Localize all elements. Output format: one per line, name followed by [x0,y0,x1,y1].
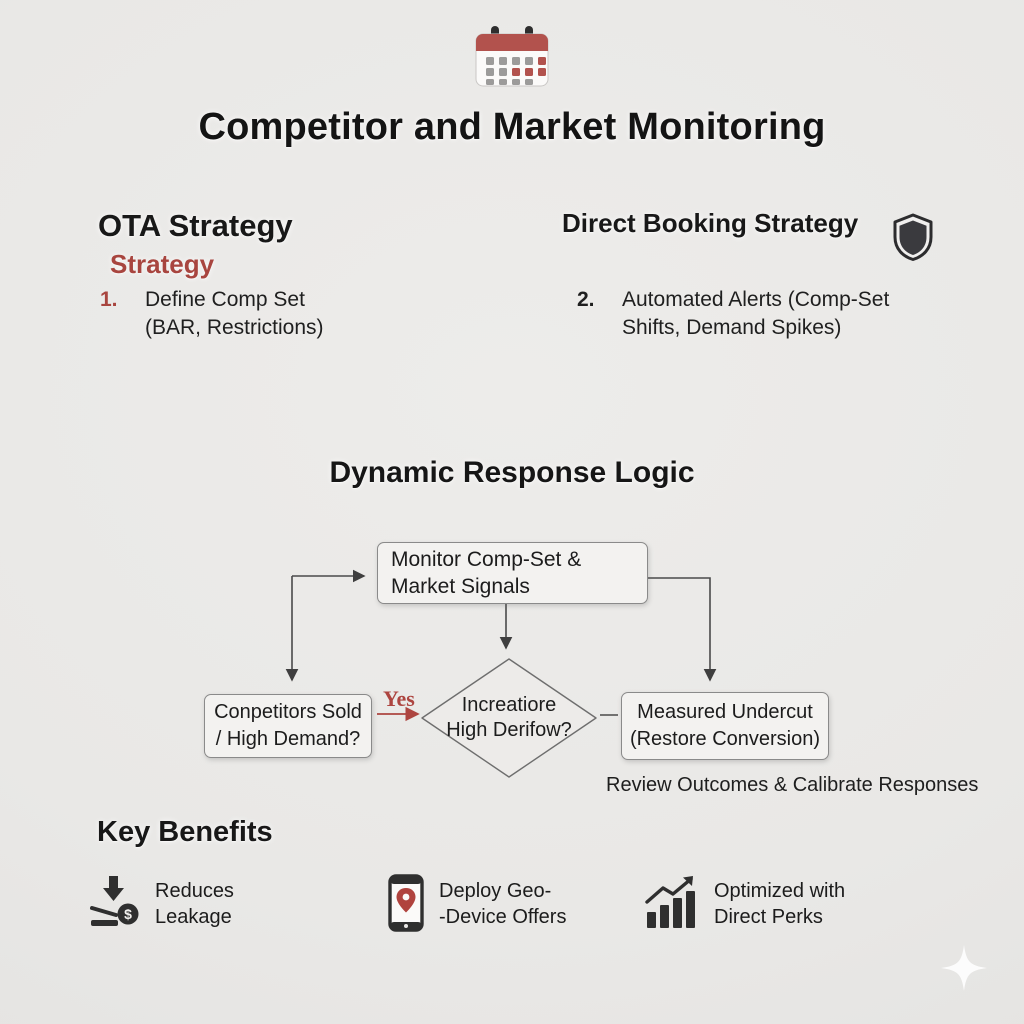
benefit-reduces-leakage: $ Reduces Leakage [86,874,234,930]
competitors-box: Conpetitors Sold / High Demand? [204,694,372,758]
ota-strategy-subheading: Strategy [110,249,215,279]
decision-diamond: Increatiore High Derifow? [419,657,599,779]
benefit-text: Reduces Leakage [155,880,234,928]
key-benefits-heading: Key Benefits [97,816,273,848]
direct-booking-item: 2. Automated Alerts (Comp-Set Shifts, De… [577,286,917,342]
svg-text:$: $ [124,906,132,922]
benefit-text: Deploy Geo- -Device Offers [439,880,567,928]
direct-booking-heading: Direct Booking Strategy [562,208,859,238]
growth-bar-chart-icon [645,876,695,928]
benefit-text: Optimized with Direct Perks [714,880,846,928]
ota-strategy-item: 1. Define Comp Set (BAR, Restrictions) [100,286,420,342]
flowchart-heading: Dynamic Response Logic [329,456,695,489]
list-number: 2. [577,288,595,311]
yes-label: Yes [383,686,415,711]
diamond-text: Increatiore High Derifow? [446,694,572,741]
undercut-box: Measured Undercut (Restore Conversion) [621,692,829,760]
shield-icon [893,213,933,261]
list-text: Define Comp Set (BAR, Restrictions) [145,288,324,339]
ota-strategy-heading: OTA Strategy [98,208,293,243]
review-footnote: Review Outcomes & Calibrate Responses [606,774,979,796]
list-text: Automated Alerts (Comp-Set Shifts, Deman… [622,288,890,339]
money-leakage-down-arrow-icon: $ [90,876,139,926]
sparkle-icon [941,945,987,991]
benefit-geo-device: Deploy Geo- -Device Offers [386,874,566,932]
calendar-icon [475,26,549,87]
list-number: 1. [100,288,118,311]
page-title: Competitor and Market Monitoring [198,106,826,148]
monitor-box: Monitor Comp-Set & Market Signals [377,542,648,604]
benefit-direct-perks: Optimized with Direct Perks [643,874,845,930]
diamond-shape [421,658,597,778]
phone-geo-pin-icon [388,874,424,932]
